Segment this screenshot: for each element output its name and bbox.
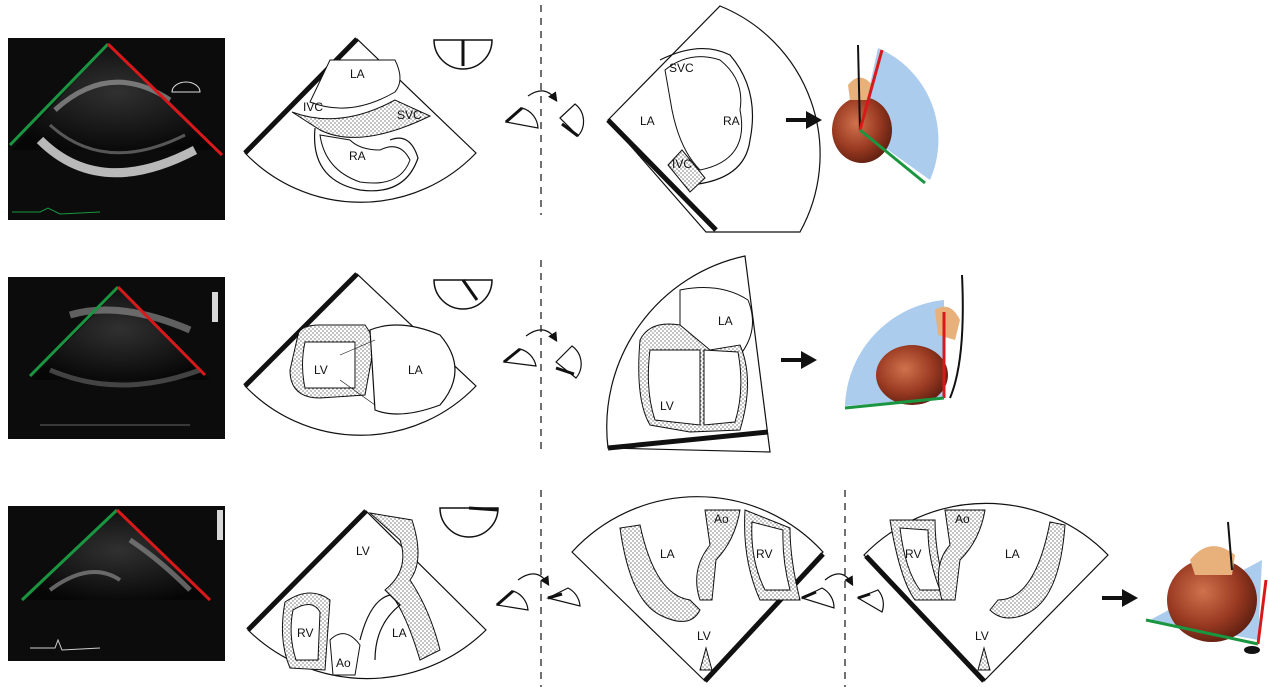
heart-model-image [845, 275, 963, 408]
label-la: LA [660, 547, 675, 561]
sector-view-row-3-a: LV RV Ao LA [248, 508, 498, 679]
label-ra: RA [723, 114, 740, 128]
probe-angle-icon [434, 40, 492, 69]
label-lv: LV [314, 363, 328, 377]
heart-model-image [832, 45, 938, 183]
right-arrow-icon [781, 351, 817, 369]
row-1: LA IVC SVC RA SVC L [8, 5, 938, 232]
label-la: LA [718, 314, 733, 328]
label-la: LA [1005, 547, 1020, 561]
probe-angle-icon [440, 508, 498, 537]
right-arrow-icon [1102, 589, 1138, 607]
label-rv: RV [756, 547, 772, 561]
sector-view-row-3-c: Ao RV LA LV [864, 503, 1108, 681]
label-ao: Ao [955, 512, 970, 526]
label-la: LA [640, 114, 655, 128]
probe-angle-icon [434, 280, 492, 309]
rotation-arrow-icon [504, 330, 581, 378]
label-ivc: IVC [672, 157, 692, 171]
label-svc: SVC [669, 61, 694, 75]
echo-image-row-3 [8, 506, 225, 661]
echo-image-row-1 [8, 38, 225, 220]
label-la: LA [408, 363, 423, 377]
label-svc: SVC [397, 108, 422, 122]
label-ao: Ao [714, 512, 729, 526]
sector-view-row-2-b: LA LV [607, 256, 770, 452]
row-3: LV RV Ao LA Ao LA RV [8, 490, 1266, 687]
label-lv: LV [660, 399, 674, 413]
label-la: LA [350, 67, 365, 81]
sector-view-row-2-a: LV LA [245, 274, 492, 435]
label-lv: LV [697, 629, 711, 643]
rotation-arrow-icon [497, 574, 580, 610]
sector-view-row-1-a: LA IVC SVC RA [245, 39, 492, 202]
label-la: LA [392, 626, 407, 640]
label-ra: RA [349, 149, 366, 163]
label-ao: Ao [336, 656, 351, 670]
label-rv: RV [297, 626, 313, 640]
heart-model-image [1146, 522, 1266, 654]
label-lv: LV [356, 544, 370, 558]
label-ivc: IVC [303, 100, 323, 114]
label-lv: LV [975, 629, 989, 643]
echo-image-row-2 [8, 277, 225, 439]
row-2: LV LA LA LV [8, 256, 963, 455]
sector-view-row-3-b: Ao LA RV LV [572, 497, 823, 681]
rotation-arrow-icon [506, 91, 584, 136]
rotation-arrow-icon [802, 574, 883, 612]
label-rv: RV [905, 547, 921, 561]
